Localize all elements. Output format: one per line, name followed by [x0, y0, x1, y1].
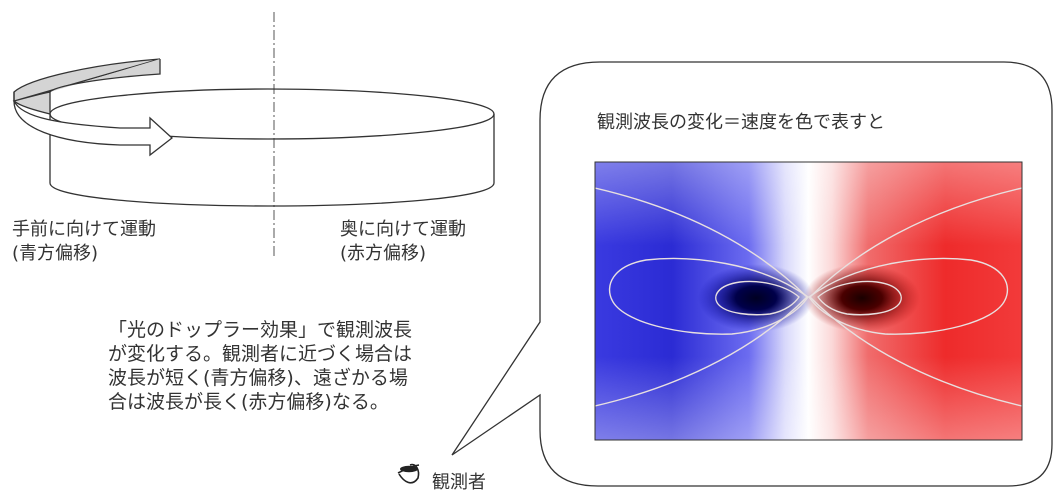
left-motion-line2: (青方偏移) — [12, 243, 99, 264]
contour-lines — [595, 187, 1022, 407]
rotating-disk — [49, 88, 495, 207]
eye-icon — [397, 463, 420, 484]
explanation-line: 「光のドップラー効果」で観測波長 — [108, 319, 413, 341]
velocity-map-frame — [594, 161, 1023, 441]
left-motion-line1: 手前に向けて運動 — [12, 219, 156, 240]
explanation-line: 合は波長が長く(赤方偏移)なる。 — [108, 391, 389, 413]
right-motion-label: 奥に向けて運動 (赤方偏移) — [340, 218, 466, 266]
left-motion-label: 手前に向けて運動 (青方偏移) — [12, 218, 156, 266]
explanation-text: 「光のドップラー効果」で観測波長 が変化する。観測者に近づく場合は 波長が短く(… — [108, 318, 412, 414]
explanation-line: が変化する。観測者に近づく場合は — [108, 343, 413, 365]
right-motion-line1: 奥に向けて運動 — [340, 219, 466, 240]
velocity-map — [595, 162, 1022, 440]
velocity-map-title: 観測波長の変化＝速度を色で表すと — [597, 112, 885, 133]
rotation-arrow — [12, 58, 174, 157]
explanation-line: 波長が短く(青方偏移)、遠ざかる場 — [108, 367, 408, 389]
right-motion-line2: (赤方偏移) — [340, 243, 427, 264]
observer-label: 観測者 — [432, 472, 486, 493]
